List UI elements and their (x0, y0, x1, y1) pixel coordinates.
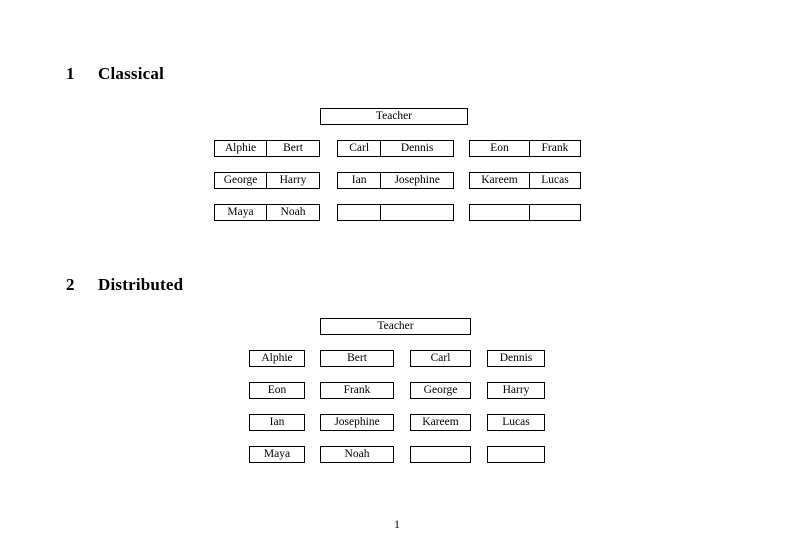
classical-cell: Dennis (380, 141, 453, 156)
distributed-student-box: Carl (410, 350, 471, 367)
classical-cell: Frank (528, 141, 580, 156)
distributed-student-box (487, 446, 545, 463)
distributed-student-box (410, 446, 471, 463)
classical-cell: Josephine (380, 173, 453, 188)
distributed-student-box: Lucas (487, 414, 545, 431)
classical-col1-row1: Alphie Bert (214, 140, 320, 157)
classical-teacher-box: Teacher (320, 108, 468, 125)
classical-col2-row1: Carl Dennis (337, 140, 454, 157)
classical-cell: George (223, 174, 258, 186)
classical-col3-row1: Eon Frank (469, 140, 581, 157)
section-number: 1 (66, 64, 75, 83)
classical-col1-row2: George Harry (214, 172, 320, 189)
distributed-student-box: Frank (320, 382, 394, 399)
distributed-student-box: George (410, 382, 471, 399)
section-number: 2 (66, 275, 75, 294)
section-title: Classical (98, 64, 165, 83)
classical-col2-row2: Ian Josephine (337, 172, 454, 189)
classical-cell: Kareem (481, 174, 518, 186)
page-number: 1 (394, 519, 400, 531)
distributed-student-box: Kareem (410, 414, 471, 431)
distributed-student-box: Bert (320, 350, 394, 367)
distributed-student-box: Dennis (487, 350, 545, 367)
classical-col3-row3 (469, 204, 581, 221)
classical-col2-row3 (337, 204, 454, 221)
classical-cell: Alphie (224, 142, 257, 154)
classical-cell: Carl (349, 142, 370, 154)
classical-col3-row2: Kareem Lucas (469, 172, 581, 189)
classical-cell: Harry (266, 173, 319, 188)
classical-cell: Eon (490, 142, 509, 154)
distributed-student-box: Maya (249, 446, 305, 463)
classical-cell: Noah (266, 205, 319, 220)
classical-cell (528, 205, 580, 220)
classical-cell (380, 205, 453, 220)
distributed-student-box: Ian (249, 414, 305, 431)
classical-cell (470, 205, 529, 220)
distributed-teacher-box: Teacher (320, 318, 471, 335)
classical-cell: Ian (351, 174, 367, 186)
distributed-student-box: Harry (487, 382, 545, 399)
classical-col1-row3: Maya Noah (214, 204, 320, 221)
distributed-student-box: Alphie (249, 350, 305, 367)
section-title: Distributed (98, 275, 184, 294)
classical-cell: Maya (227, 206, 254, 218)
classical-cell (338, 205, 380, 220)
classical-cell: Bert (266, 141, 319, 156)
section-heading-classical: 1 Classical (66, 64, 164, 84)
classical-cell: Lucas (528, 173, 580, 188)
distributed-student-box: Noah (320, 446, 394, 463)
distributed-student-box: Eon (249, 382, 305, 399)
section-heading-distributed: 2 Distributed (66, 275, 183, 295)
distributed-student-box: Josephine (320, 414, 394, 431)
